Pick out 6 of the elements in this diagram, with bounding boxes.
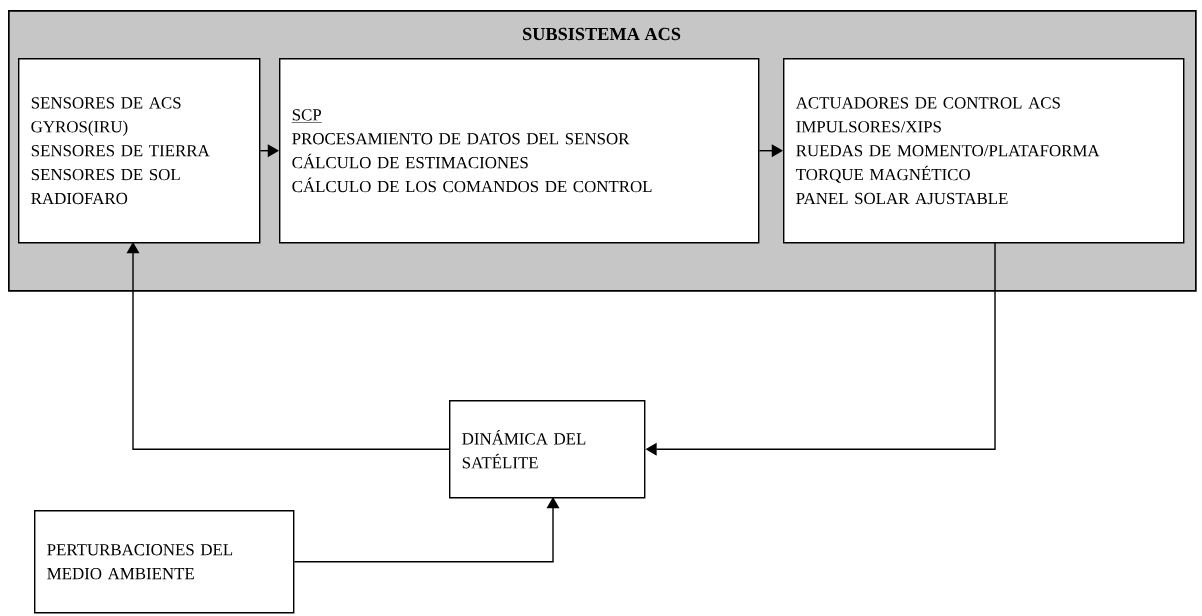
dynamics-box: DINÁMICA DEL SATÉLITE bbox=[449, 400, 646, 499]
actuator-box: ACTUADORES DE CONTROL ACS IMPULSORES/XIPS RUEDAS DE MOMENTO/PLATAFORMA TORQUE MAGNÉTICO PANEL SOLAR AJUSTABLE bbox=[783, 58, 1185, 244]
disturbance-box: PERTURBACIONES DEL MEDIO AMBIENTE bbox=[34, 510, 295, 614]
arrow bbox=[126, 242, 450, 450]
processing-box: SCP PROCESAMIENTO DE DATOS DEL SENSOR CÁLCULO DE ESTIMACIONES CÁLCULO DE LOS COMANDOS DE CONTROL bbox=[279, 58, 760, 244]
sensor-box: SENSORES DE ACS GYROS(IRU) SENSORES DE TIERRA SENSORES DE SOL RADIOFARO bbox=[18, 58, 261, 244]
